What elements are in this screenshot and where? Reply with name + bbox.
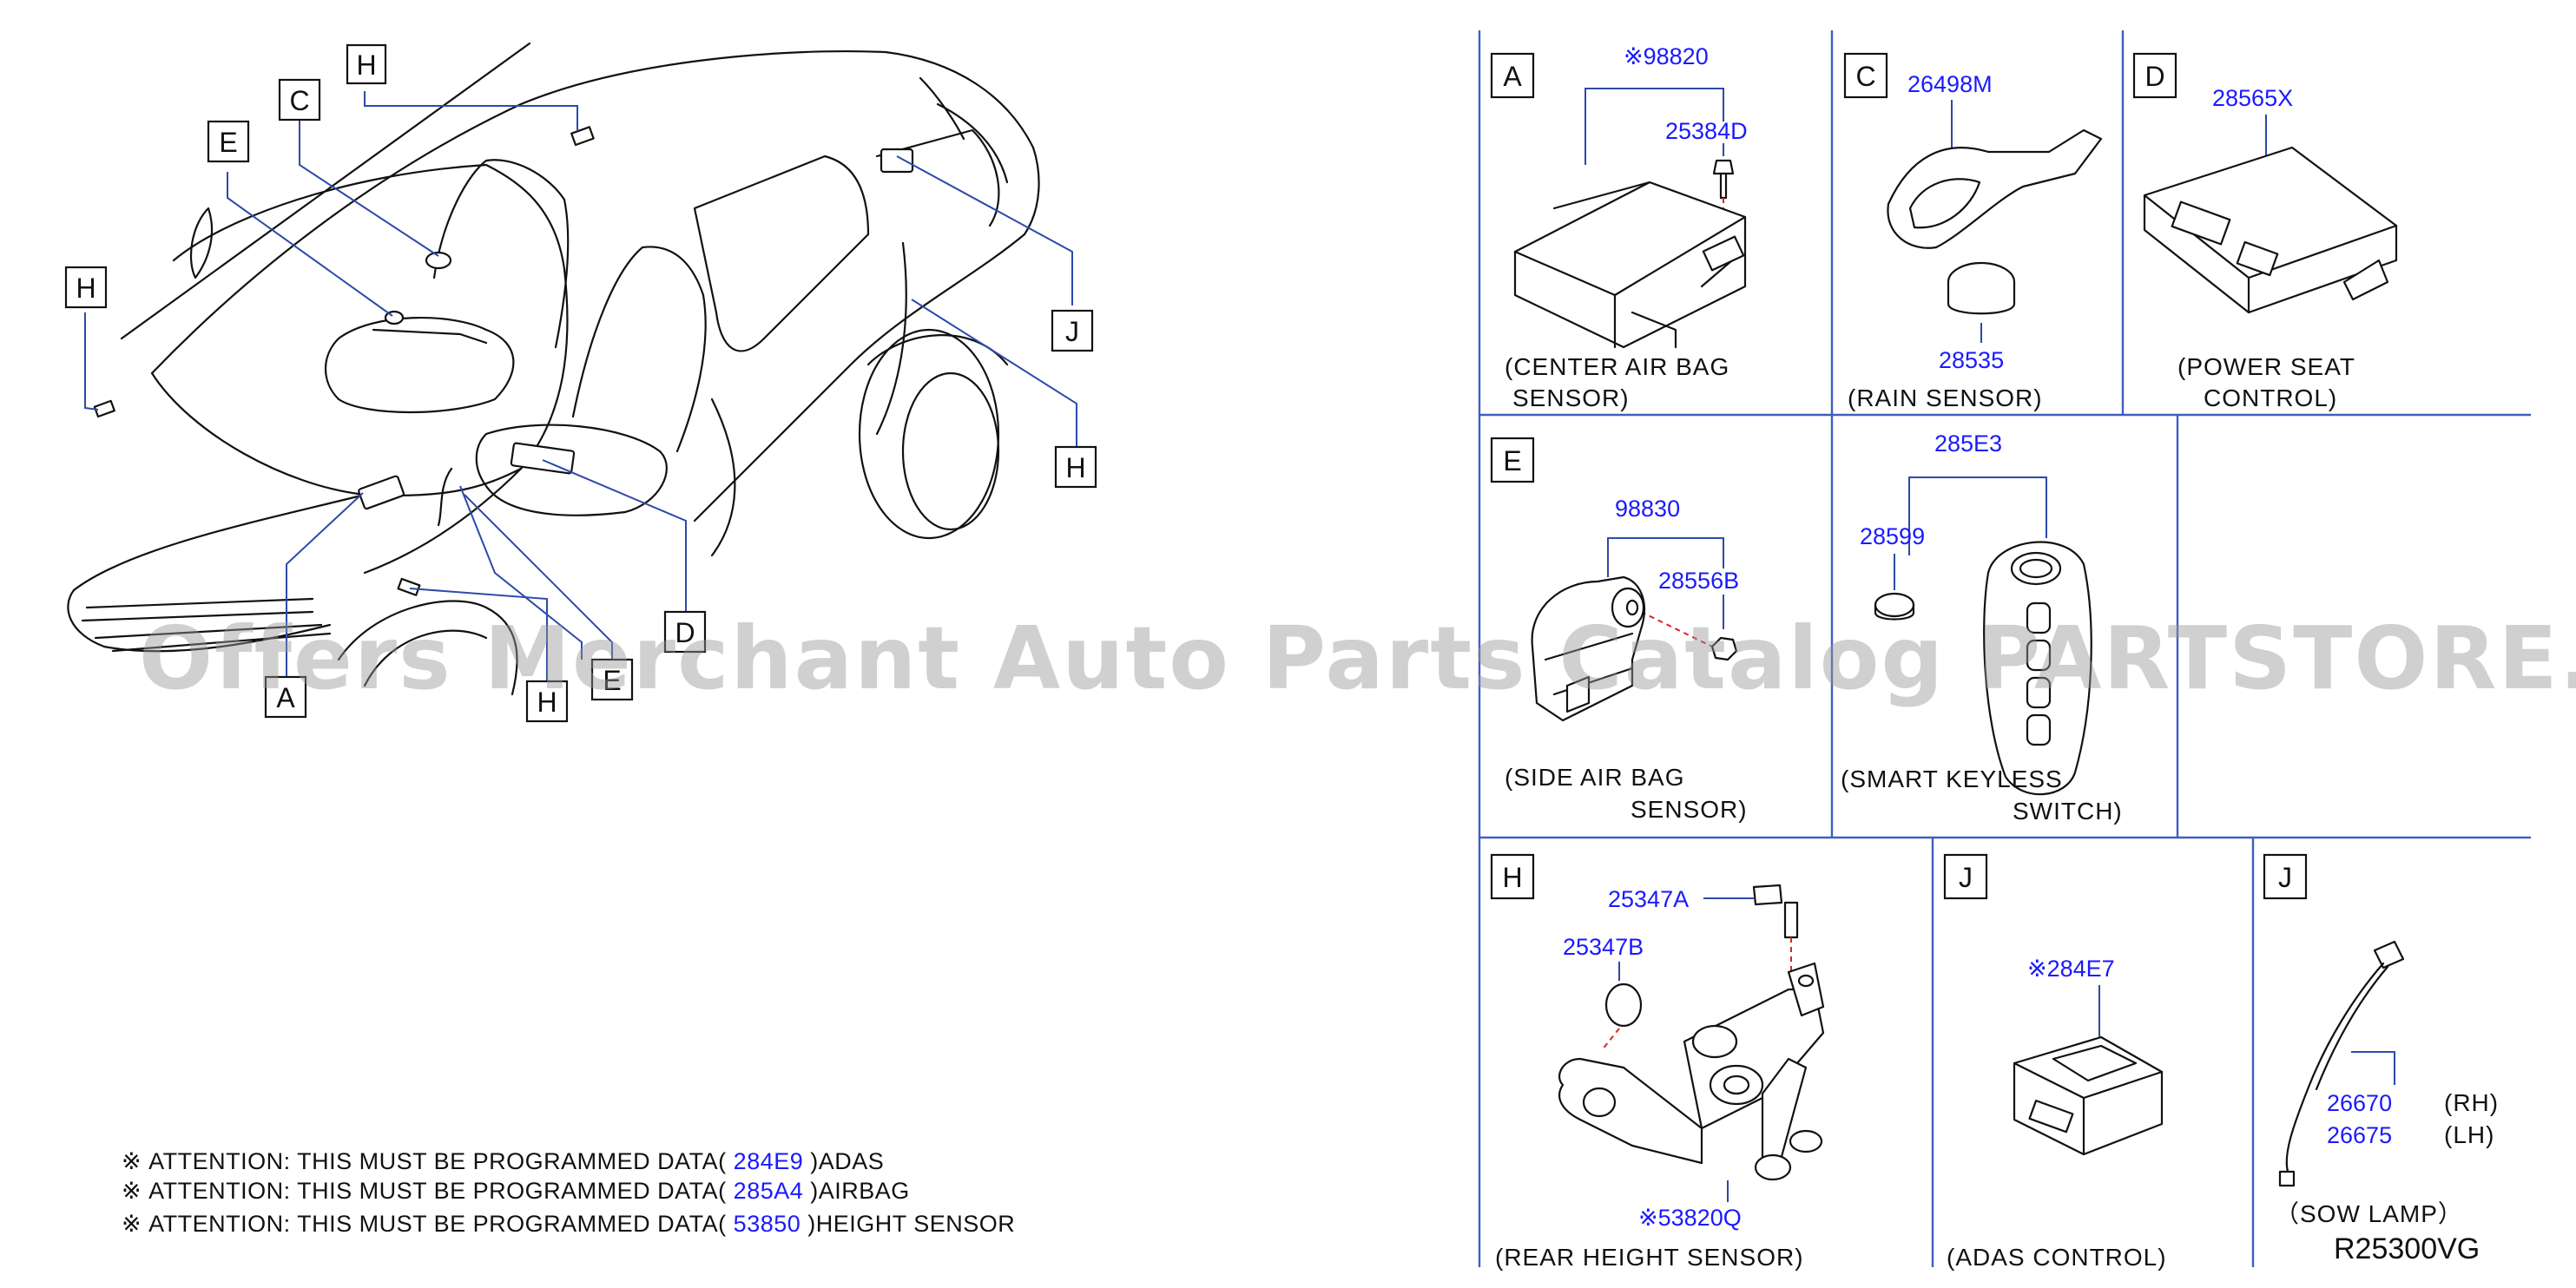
svg-text:E: E bbox=[219, 127, 237, 158]
rain-sensor-bracket bbox=[1887, 128, 2103, 249]
label-rh: (RH) bbox=[2444, 1089, 2499, 1116]
attention-text: ATTENTION: THIS MUST BE PROGRAMMED DATA( bbox=[148, 1211, 727, 1237]
part-25347b: 25347B bbox=[1563, 934, 1644, 960]
panel-grid bbox=[1478, 30, 2531, 1267]
overview-callout-e-lower: E bbox=[590, 658, 634, 701]
overview-callout-h-left: H bbox=[64, 266, 108, 309]
svg-text:C: C bbox=[289, 85, 309, 116]
svg-text:E: E bbox=[1503, 445, 1521, 476]
panel-j-sow-lamp: J 26670 (RH) 26675 (LH) （SOW LAMP） bbox=[2263, 853, 2499, 1227]
svg-text:D: D bbox=[675, 617, 695, 648]
sow-lamp-icon bbox=[2373, 940, 2405, 969]
diagram-code: R25300VG bbox=[2334, 1232, 2480, 1265]
attention-text: ATTENTION: THIS MUST BE PROGRAMMED DATA( bbox=[148, 1178, 727, 1204]
panel-h-rear-height-sensor: H 25347A 25347B ※53820Q (REAR HEIGHT SEN… bbox=[1490, 853, 1825, 1271]
svg-text:J: J bbox=[2278, 862, 2292, 893]
harness-connector-front bbox=[93, 399, 115, 418]
bolt-icon-h bbox=[1752, 884, 1783, 906]
attention-suffix: )HEIGHT SENSOR bbox=[807, 1211, 1016, 1237]
part-26498m: 26498M bbox=[1907, 71, 1993, 97]
attention-mark: ※ bbox=[122, 1211, 142, 1237]
part-28565x: 28565X bbox=[2212, 85, 2293, 111]
part-98820: ※98820 bbox=[1624, 43, 1709, 69]
part-28599: 28599 bbox=[1860, 523, 1925, 549]
part-98830: 98830 bbox=[1615, 496, 1680, 522]
svg-text:H: H bbox=[76, 273, 96, 304]
overview-callout-h-bottom: H bbox=[525, 680, 569, 723]
attention-note-airbag: ※ATTENTION: THIS MUST BE PROGRAMMED DATA… bbox=[122, 1178, 910, 1205]
overview-callout-h-right: H bbox=[1054, 445, 1097, 489]
attention-mark: ※ bbox=[122, 1148, 142, 1174]
overview-callout-j: J bbox=[1051, 309, 1094, 352]
rain-sensor-location bbox=[425, 251, 452, 270]
part-285e3: 285E3 bbox=[1934, 430, 2002, 457]
svg-text:A: A bbox=[1503, 61, 1522, 92]
svg-text:D: D bbox=[2144, 61, 2164, 92]
svg-text:C: C bbox=[1855, 61, 1875, 92]
label-lh: (LH) bbox=[2444, 1121, 2494, 1148]
attention-code: 53850 bbox=[733, 1211, 801, 1237]
attention-suffix: )ADAS bbox=[810, 1148, 885, 1174]
caption-d-line1: (POWER SEAT bbox=[2177, 353, 2355, 380]
attention-code: 285A4 bbox=[733, 1178, 804, 1204]
attention-suffix: )AIRBAG bbox=[810, 1178, 910, 1204]
caption-d-line2: CONTROL) bbox=[2204, 384, 2337, 411]
nut-icon bbox=[1710, 636, 1738, 661]
panel-j-adas-control: J ※284E7 (ADAS CONTROL) bbox=[1943, 853, 2167, 1271]
svg-text:J: J bbox=[1959, 862, 1973, 893]
nut-icon-h bbox=[1604, 982, 1643, 1028]
part-53820q: ※53820Q bbox=[1638, 1205, 1742, 1231]
attention-text: ATTENTION: THIS MUST BE PROGRAMMED DATA( bbox=[148, 1148, 727, 1174]
part-25384d: 25384D bbox=[1665, 118, 1748, 144]
panel-e-side-airbag-sensor: E 98830 28556B (SIDE AIR BAG SENSOR) bbox=[1490, 437, 1748, 823]
caption-c: (RAIN SENSOR) bbox=[1848, 384, 2043, 411]
lamp-connector-icon bbox=[2278, 1170, 2296, 1187]
panel-a-center-airbag-sensor: A ※98820 25384D (CENTER AIR BAG SENSOR) bbox=[1490, 43, 1748, 411]
overview-callout-a: A bbox=[264, 675, 307, 719]
attention-note-height-sensor: ※ATTENTION: THIS MUST BE PROGRAMMED DATA… bbox=[122, 1211, 1015, 1238]
attention-note-adas: ※ATTENTION: THIS MUST BE PROGRAMMED DATA… bbox=[122, 1148, 884, 1175]
part-25347a: 25347A bbox=[1608, 886, 1689, 912]
panel-c-rain-sensor: C 26498M 28535 (RAIN SENSOR) bbox=[1843, 52, 2103, 411]
svg-text:H: H bbox=[1502, 862, 1522, 893]
caption-smart-line2: SWITCH) bbox=[2013, 798, 2123, 825]
caption-j-adas: (ADAS CONTROL) bbox=[1947, 1244, 2167, 1271]
caption-e-line1: (SIDE AIR BAG bbox=[1505, 764, 1685, 791]
attention-mark: ※ bbox=[122, 1178, 142, 1204]
panel-d-power-seat-control: D 28565X (POWER SEAT CONTROL) bbox=[2132, 52, 2398, 411]
overview-callout-e: E bbox=[207, 120, 250, 163]
svg-text:H: H bbox=[356, 49, 376, 81]
caption-a-line2: SENSOR) bbox=[1512, 384, 1630, 411]
attention-code: 284E9 bbox=[733, 1148, 804, 1174]
caption-smart-line1: (SMART KEYLESS bbox=[1841, 766, 2063, 792]
caption-e-line2: SENSOR) bbox=[1631, 796, 1748, 823]
overview-callout-c: C bbox=[278, 78, 321, 122]
caption-sow-lamp: （SOW LAMP） bbox=[2275, 1200, 2463, 1227]
part-28556b: 28556B bbox=[1658, 568, 1739, 594]
vehicle-overview: H C E H J H D E bbox=[64, 42, 1097, 723]
overview-callout-d: D bbox=[663, 610, 707, 654]
overview-callout-h-top: H bbox=[346, 43, 387, 85]
caption-a-line1: (CENTER AIR BAG bbox=[1505, 353, 1729, 380]
svg-text:H: H bbox=[537, 687, 557, 718]
harness-connector-top bbox=[570, 126, 595, 147]
center-sensor-location bbox=[358, 475, 405, 510]
power-seat-control-body bbox=[2143, 146, 2398, 314]
adas-control-location bbox=[880, 148, 914, 174]
svg-text:J: J bbox=[1065, 316, 1079, 347]
height-sensor-location bbox=[397, 577, 421, 596]
caption-h: (REAR HEIGHT SENSOR) bbox=[1495, 1244, 1804, 1271]
svg-text:H: H bbox=[1065, 452, 1085, 483]
part-284e7: ※284E7 bbox=[2027, 956, 2115, 982]
part-26670: 26670 bbox=[2327, 1090, 2392, 1116]
part-28535: 28535 bbox=[1939, 347, 2004, 373]
panel-smart-keyless-switch: 285E3 28599 (SMART KEYLESS SWITCH) bbox=[1841, 430, 2123, 825]
bolt-icon bbox=[1712, 159, 1735, 175]
part-26675: 26675 bbox=[2327, 1122, 2392, 1148]
battery-icon bbox=[1874, 592, 1915, 618]
svg-text:A: A bbox=[276, 682, 295, 713]
svg-text:E: E bbox=[603, 665, 621, 696]
